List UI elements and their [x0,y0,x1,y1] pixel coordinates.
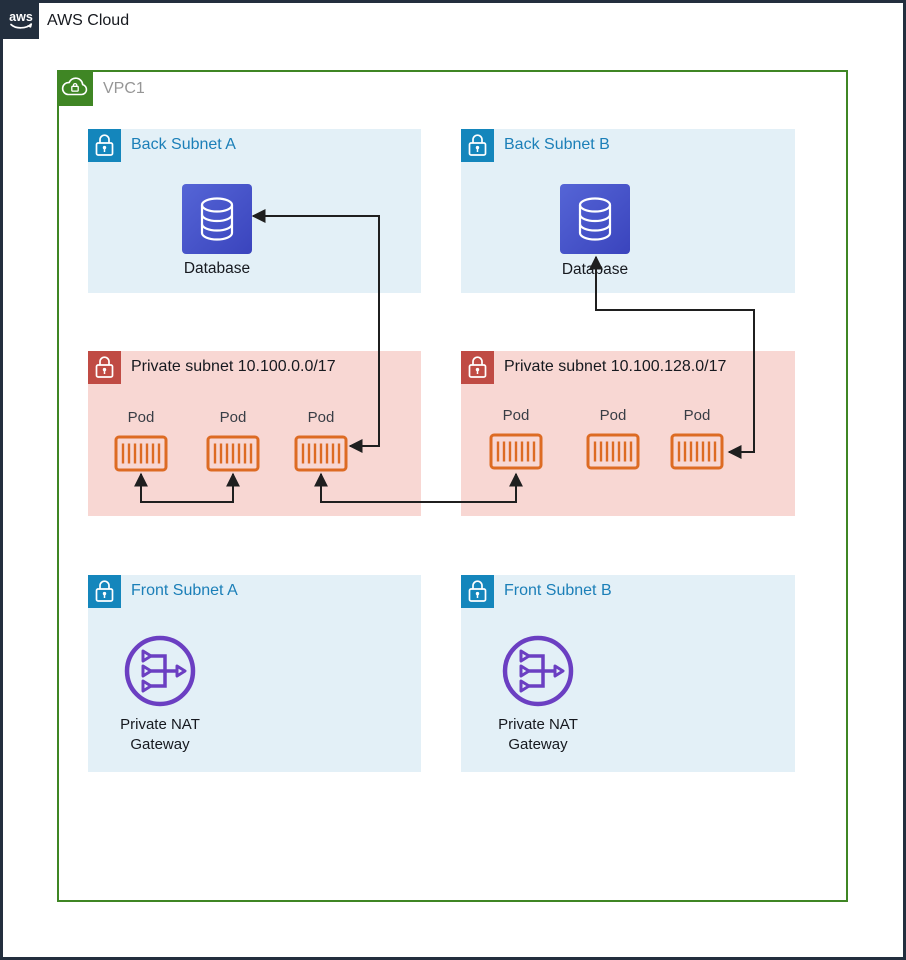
vpc-cloud-lock-icon [57,70,93,106]
lock-icon [461,351,494,384]
nat-label-line2: Gateway [130,736,190,753]
pod-node [670,433,724,470]
pod-icon [294,435,348,472]
subnet-back-a: Back Subnet A Database [88,129,421,293]
aws-logo-text: aws [9,10,33,24]
subnet-label: Back Subnet A [131,136,236,153]
pod-icon [206,435,260,472]
cloud-lock-body [71,85,79,92]
aws-cloud-title: AWS Cloud [47,12,130,29]
database-icon [182,184,252,254]
database-icon [560,184,630,254]
nat-gateway-icon [502,635,574,707]
nat-gateway-b-node [500,633,576,709]
subnet-label: Front Subnet A [131,582,238,599]
subnet-label: Private subnet 10.100.128.0/17 [504,358,727,375]
pod-node [489,433,543,470]
pod-label: Pod [683,407,711,424]
nat-label-line1: Private NAT [120,716,200,733]
nat-label-line1: Private NAT [498,716,578,733]
aws-smile-tip-icon [27,23,33,28]
lock-icon [88,351,121,384]
pod-icon [586,433,640,470]
pod-node [294,435,348,472]
subnet-back-b: Back Subnet B Database [461,129,795,293]
pod-node [586,433,640,470]
database-a-label: Database [183,260,251,277]
pod-label: Pod [219,409,247,426]
subnet-front-a: Front Subnet A Private NAT Gateway [88,575,421,772]
pod-label: Pod [599,407,627,424]
pod-node [206,435,260,472]
lock-icon [88,129,121,162]
nat-gateway-a-node [122,633,198,709]
database-b-node [560,184,630,254]
pod-label: Pod [127,409,155,426]
nat-label-line2: Gateway [508,736,568,753]
database-b-label: Database [561,261,629,278]
nat-gateway-a-label: Private NAT Gateway [85,715,235,755]
pod-icon [670,433,724,470]
nat-gateway-b-label: Private NAT Gateway [463,715,613,755]
aws-smile-icon [10,23,32,29]
aws-logo-icon: aws [9,10,33,29]
pod-label: Pod [502,407,530,424]
lock-icon [461,575,494,608]
pod-node [114,435,168,472]
database-a-node [182,184,252,254]
vpc-label: VPC1 [103,80,145,97]
subnet-front-b: Front Subnet B Private NAT Gateway [461,575,795,772]
aws-logo: aws [3,3,39,39]
lock-icon [461,129,494,162]
subnet-private-a: Private subnet 10.100.0.0/17 Pod Pod Pod [88,351,421,516]
subnet-label: Front Subnet B [504,582,612,599]
pod-label: Pod [307,409,335,426]
subnet-private-b: Private subnet 10.100.128.0/17 Pod Pod P… [461,351,795,516]
nat-gateway-icon [124,635,196,707]
pod-icon [114,435,168,472]
lock-icon [88,575,121,608]
cloud-lock-shackle [72,83,78,87]
subnet-label: Back Subnet B [504,136,610,153]
pod-icon [489,433,543,470]
subnet-label: Private subnet 10.100.0.0/17 [131,358,336,375]
cloud-outline [61,77,88,96]
